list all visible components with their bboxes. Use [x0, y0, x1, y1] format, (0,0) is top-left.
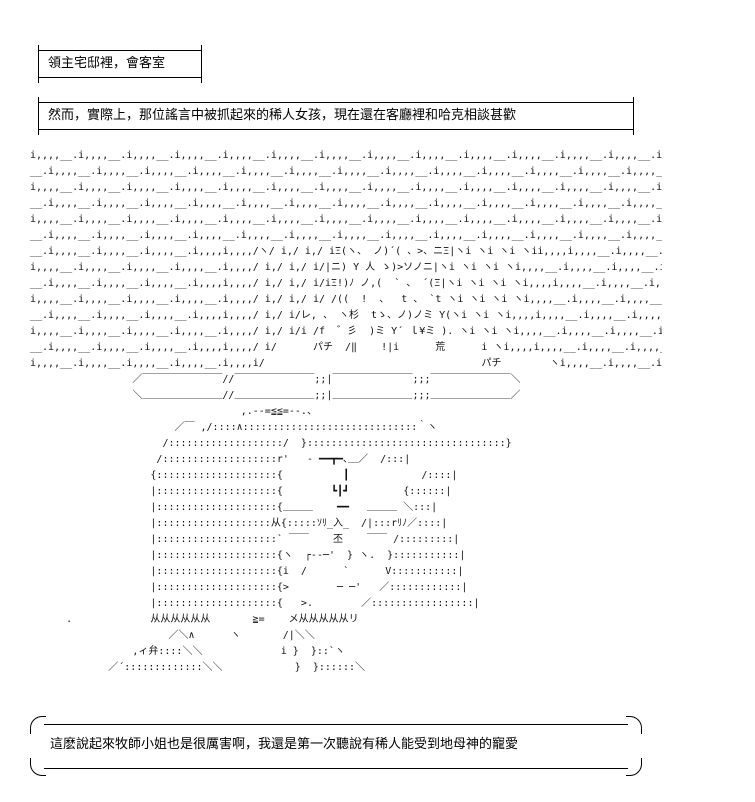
ascii-art-row: ／＼∧ ヽ /|＼＼ [30, 630, 315, 641]
speech-bubble-corner [30, 716, 46, 734]
ascii-art-row: __.i,,,,__.i,,,,__.i,,,,__.i,,,,i,,,,/ヽ/… [30, 246, 662, 257]
location-caption: 領主宅邸裡，會客室 [38, 45, 202, 83]
speech-bubble: 這麽說起來牧師小姐也是很厲害啊，我還是第一次聽說有稀人能受到地母神的寵愛 [30, 716, 642, 776]
speech-bubble-top-border [44, 724, 628, 725]
speech-bubble-corner [626, 716, 642, 734]
ascii-art-row: i,,,,__.i,,,,__.i,,,,__.i,,,,__.i,,,,i/ … [30, 358, 662, 369]
ascii-art-row: |:::::::::::::::::::从{:::::ｿﾘ_入_ /|:::rﾘ… [30, 518, 448, 529]
ascii-art-row: ／´:::::::::::::＼＼ } }::::::＼ [30, 662, 366, 673]
ascii-art-row: |::::::::::::::::::::{i / ` V:::::::::::… [30, 566, 464, 577]
speech-text: 這麽說起來牧師小姐也是很厲害啊，我還是第一次聽說有稀人能受到地母神的寵愛 [50, 737, 519, 752]
ascii-art-row: /:::::::::::::::::::/ }:::::::::::::::::… [30, 438, 512, 449]
ascii-art-row: __.i,,,,__.i,,,,__.i,,,,__.i,,,,__.i,,,,… [30, 230, 662, 241]
ascii-art-row: i,,,,__.i,,,,__.i,,,,__.i,,,,__.i,,,,/ i… [30, 326, 662, 337]
ascii-art-row: __.i,,,,__.i,,,,__.i,,,,__.i,,,,__.i,,,,… [30, 198, 662, 209]
ascii-art-row: |::::::::::::::::::::{ >. ／:::::::::::::… [30, 598, 480, 609]
speech-bubble-bottom-border [44, 768, 628, 769]
ascii-art-row: i,,,,__.i,,,,__.i,,,,__.i,,,,__.i,,,,/ i… [30, 262, 662, 273]
ascii-art: i,,,,__.i,,,,__.i,,,,__.i,,,,__.i,,,,__.… [30, 148, 662, 708]
ascii-art-row: ＼＿＿＿＿＿＿＿＿//＿＿＿＿＿＿＿＿;;|＿＿＿＿＿＿＿＿;;;＿＿＿＿＿＿＿… [30, 390, 521, 401]
speech-bubble-corner [30, 758, 46, 776]
speech-bubble-corner [626, 758, 642, 776]
ascii-art-row: ,.-‐=≦≦=‐-.、 [30, 406, 317, 417]
ascii-art-row: {::::::::::::::::::::{ ┃ /::::| [30, 470, 458, 481]
narration-caption: 然而，實際上，那位謠言中被抓起來的稀人女孩，現在還在客廳裡和哈克相談甚歡 [38, 97, 634, 135]
ascii-art-row: |::::::::::::::::::::{ ┗┃┛ {::::::| [30, 486, 452, 497]
ascii-art-row: __.i,,,,__.i,,,,__.i,,,,__.i,,,,i,,,,/ i… [30, 278, 662, 289]
ascii-art-row: i,,,,__.i,,,,__.i,,,,__.i,,,,__.i,,,,__.… [30, 182, 662, 193]
ascii-art-row: __.i,,,,__.i,,,,__.i,,,,__.i,,,,__.i,,,,… [30, 166, 662, 177]
ascii-art-row: ／￣ ,/::::∧:::::::::::::::::::::::::::::｀… [30, 422, 438, 433]
ascii-art-row: i,,,,__.i,,,,__.i,,,,__.i,,,,__.i,,,,__.… [30, 150, 662, 161]
ascii-art-row: ,ィ弁::::＼＼ i } }::`ヽ [30, 646, 345, 657]
ascii-art-row: __.i,,,,__.i,,,,__.i,,,,__.i,,,,i,,,,/ i… [30, 342, 662, 353]
ascii-art-row: /:::::::::::::::::::r' ‐ ━━┳━､＿／ /:::| [30, 454, 411, 465]
ascii-art-row: i,,,,__.i,,,,__.i,,,,__.i,,,,__.i,,,,__.… [30, 214, 662, 225]
ascii-art-row: ／￣￣￣￣￣￣￣￣//￣￣￣￣￣￣￣￣;;|￣￣￣￣￣￣￣￣;;;￣￣￣￣￣￣￣… [30, 374, 521, 385]
ascii-art-row: . 从从从从从从 ≧= メ从从从从从リ [30, 614, 359, 625]
ascii-art-row: __.i,,,,__.i,,,,__.i,,,,__.i,,,,i,,,,/ i… [30, 310, 662, 321]
ascii-art-row: i,,,,__.i,,,,__.i,,,,__.i,,,,__.i,,,,/ i… [30, 294, 662, 305]
ascii-art-row: |::::::::::::::::::::{＿＿＿ ━━ ＿＿＿ ＼:::| [30, 502, 438, 513]
ascii-art-row: |::::::::::::::::::::{ヽ ┌--─' } ヽ. }::::… [30, 550, 466, 561]
ascii-art-row: |::::::::::::::::::::{> ─ ─' ／::::::::::… [30, 582, 468, 593]
ascii-art-row: |::::::::::::::::::::` ￣￣ 丕 ￣￣ /::::::::… [30, 534, 460, 545]
